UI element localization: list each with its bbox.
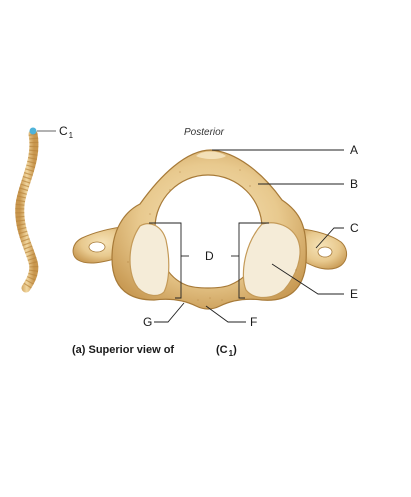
left-transverse-foramen <box>88 241 106 253</box>
leader-c <box>315 227 344 249</box>
left-superior-articular-facet <box>129 223 170 297</box>
caption-c1-close: ) <box>233 344 237 356</box>
leader-g <box>154 302 185 323</box>
leader-lines <box>154 149 344 323</box>
caption-c1-main: (C <box>216 344 228 356</box>
right-transverse-foramen <box>317 246 333 258</box>
leader-f <box>205 305 246 323</box>
c1-label-sub: 1 <box>68 131 74 140</box>
right-superior-articular-facet <box>242 222 301 299</box>
c1-spine-label: C1 <box>59 124 74 140</box>
vertebral-column-thumbnail <box>15 127 39 293</box>
label-d: D <box>205 249 214 263</box>
atlas-vertebra <box>72 149 348 310</box>
label-g: G <box>143 315 153 329</box>
posterior-label: Posterior <box>184 127 225 138</box>
leader-e <box>271 263 344 295</box>
d-brackets <box>149 222 269 299</box>
figure-caption: (a) Superior view of <box>72 344 175 356</box>
label-a: A <box>350 143 359 157</box>
label-b: B <box>350 177 359 191</box>
caption-c1-sub: 1 <box>228 349 234 358</box>
label-e: E <box>350 287 359 301</box>
c1-highlight <box>29 127 37 135</box>
label-c: C <box>350 221 359 235</box>
figure-caption-c1: (C1) <box>216 344 237 358</box>
label-f: F <box>250 315 258 329</box>
c1-label-main: C <box>59 124 68 138</box>
